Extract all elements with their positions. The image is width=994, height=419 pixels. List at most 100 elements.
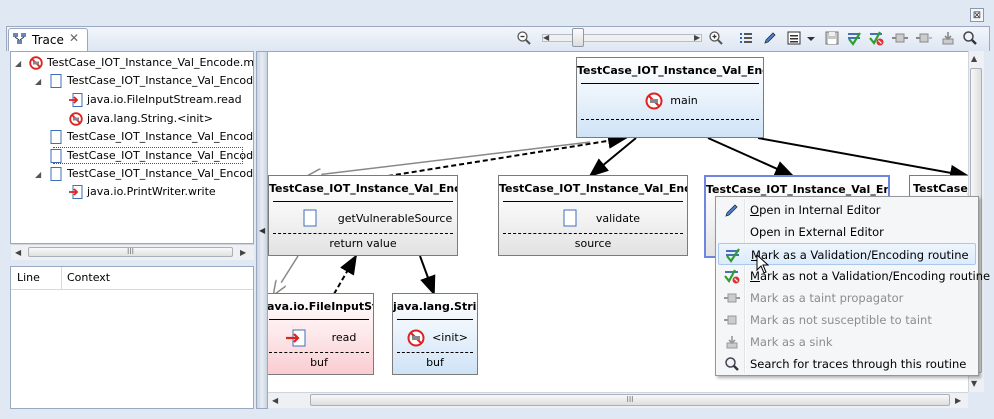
node-dashed-divider [397, 352, 473, 353]
tree-item[interactable]: ◢ TestCase_IOT_Instance_Val_Encode.m [11, 54, 253, 72]
search-icon [725, 357, 739, 371]
view-tab-bar [6, 26, 990, 51]
edge-n1-to-top [387, 132, 628, 177]
edge-n1-to-fis [274, 255, 299, 294]
graph-scroll-down-icon[interactable]: ▼ [971, 379, 978, 388]
sink-icon[interactable] [940, 30, 956, 46]
node-divider [269, 319, 369, 320]
graph-scroll-right-icon[interactable]: ▶ [955, 396, 962, 405]
collapse-left-icon[interactable]: ◀ [259, 226, 266, 235]
menu-item-label: Mark as not susceptible to taint [750, 313, 932, 327]
zoom-slider-right-icon[interactable]: ▶ [694, 33, 701, 42]
menu-item-label: Open in Internal Editor [750, 203, 881, 217]
source-arrow-icon [69, 185, 83, 199]
source-arrow-icon [69, 93, 83, 107]
tree-item[interactable]: java.io.PrintWriter.write [11, 183, 253, 201]
zoom-slider-track[interactable] [542, 34, 702, 42]
graph-scroll-left-icon[interactable]: ◀ [272, 396, 279, 405]
tree-item-label: TestCase_IOT_Instance_Val_Encode [67, 149, 254, 162]
pencil-icon [725, 204, 738, 217]
column-divider[interactable] [61, 267, 62, 289]
menu-item-label: Search for traces through this routine [750, 357, 967, 371]
search-icon[interactable] [962, 30, 978, 46]
not-susceptible-icon [724, 315, 737, 325]
node-method-label: getVulnerableSource [337, 212, 453, 225]
dropdown-icon[interactable] [806, 30, 816, 46]
zoom-out-icon[interactable] [516, 30, 532, 46]
menu-item[interactable]: Search for traces through this routine [718, 353, 976, 375]
tree-expand-icon[interactable]: ◢ [15, 59, 22, 68]
graph-scroll-up-icon[interactable]: ▲ [971, 54, 978, 63]
tree-item-label: TestCase_IOT_Instance_Val_Encode.m [47, 56, 254, 69]
document-icon [50, 149, 62, 163]
tree-item[interactable]: TestCase_IOT_Instance_Val_Encode [11, 128, 253, 146]
node-title: TestCase_IOT_Instance_Val_Encode [706, 183, 888, 196]
column-header-context[interactable]: Context [67, 271, 111, 284]
document-icon [563, 209, 577, 227]
taint-propagator-icon[interactable] [892, 30, 908, 46]
tree-expand-icon[interactable]: ◢ [35, 170, 42, 179]
graph-node-string-init[interactable]: java.lang.String <init> buf [392, 293, 478, 375]
edge-top-to-n1 [308, 141, 591, 176]
tree-scroll-thumb[interactable]: III [28, 247, 233, 257]
mark-not-validation-icon [724, 269, 740, 284]
menu-item: Mark as a sink [718, 331, 976, 353]
edge-n1-to-str [419, 255, 436, 296]
mark-validation-icon[interactable] [846, 30, 862, 46]
tree-scroll-right-icon[interactable]: ▶ [240, 248, 247, 257]
graph-node-fileinputstream-read[interactable]: ava.io.FileInputStream read buf [268, 293, 374, 375]
zoom-slider-thumb[interactable] [572, 28, 584, 47]
tree-item-label: java.io.FileInputStream.read [87, 93, 242, 106]
menu-item[interactable]: Mark as a Validation/Encoding routine [718, 243, 976, 265]
node-method-label: main [670, 94, 698, 107]
node-footer-label: return value [329, 237, 397, 250]
graph-node-getvulnerablesource[interactable]: TestCase_IOT_Instance_Val_Encode getVuln… [268, 175, 458, 256]
list-icon[interactable] [738, 30, 754, 46]
graph-edges [268, 132, 968, 393]
context-table-header: Line Context [11, 267, 253, 290]
graph-node-validate[interactable]: TestCase_IOT_Instance_Val_Encode validat… [498, 175, 688, 256]
menu-item-label: Open in External Editor [750, 225, 884, 239]
mark-validation-icon [726, 248, 740, 263]
menu-item[interactable]: Open in External Editor [718, 221, 976, 243]
tree-item[interactable]: java.io.FileInputStream.read [11, 91, 253, 109]
tree-scroll-left-icon[interactable]: ◀ [15, 248, 22, 257]
tree-item-label: TestCase_IOT_Instance_Val_Encode [67, 74, 254, 87]
trace-tree[interactable]: ◢ TestCase_IOT_Instance_Val_Encode.m ◢ Test… [10, 51, 254, 244]
document-icon [303, 209, 317, 227]
context-table[interactable]: Line Context [10, 266, 254, 409]
node-divider [581, 83, 759, 84]
node-title: TestCase_IOT_Instance_Val_Encode [269, 182, 457, 195]
not-susceptible-icon[interactable] [916, 30, 932, 46]
menu-icon-gutter [744, 199, 746, 373]
zoom-slider-left-icon[interactable]: ◀ [543, 33, 550, 42]
mouse-cursor-icon [756, 254, 770, 274]
tree-item[interactable]: java.lang.String.<init> [11, 110, 253, 128]
panel-sash[interactable] [256, 51, 268, 409]
tab-close-icon[interactable]: ✕ [69, 31, 80, 45]
tree-item[interactable]: ◢ TestCase_IOT_Instance_Val_Encode [11, 165, 253, 183]
maximize-restore-icon[interactable]: ⊠ [970, 8, 984, 22]
column-header-line[interactable]: Line [17, 271, 40, 284]
graph-horizontal-thumb[interactable]: III [310, 394, 950, 406]
graph-node-main[interactable]: TestCase_IOT_Instance_Val_Encode main [576, 57, 764, 138]
mark-not-validation-icon[interactable] [868, 30, 884, 46]
node-divider [503, 201, 683, 202]
save-icon[interactable] [824, 30, 840, 46]
pencil-icon[interactable] [762, 30, 778, 46]
tree-item[interactable]: ◢ TestCase_IOT_Instance_Val_Encode [11, 72, 253, 90]
zoom-in-icon[interactable] [708, 30, 724, 46]
properties-icon[interactable] [786, 30, 802, 46]
source-arrow-icon [286, 329, 306, 347]
tab-trace[interactable]: Trace ✕ [8, 28, 88, 51]
tree-item[interactable]: TestCase_IOT_Instance_Val_Encode [11, 147, 253, 165]
tree-item-label: TestCase_IOT_Instance_Val_Encode [67, 167, 254, 180]
menu-item[interactable]: Mark as not a Validation/Encoding routin… [718, 265, 990, 287]
trace-view-icon [13, 33, 26, 44]
tree-expand-icon[interactable]: ◢ [35, 77, 42, 86]
menu-item[interactable]: Open in Internal Editor [718, 199, 976, 221]
node-title: TestCase_I [913, 182, 968, 195]
sink-icon [726, 336, 738, 349]
document-icon [50, 74, 62, 88]
